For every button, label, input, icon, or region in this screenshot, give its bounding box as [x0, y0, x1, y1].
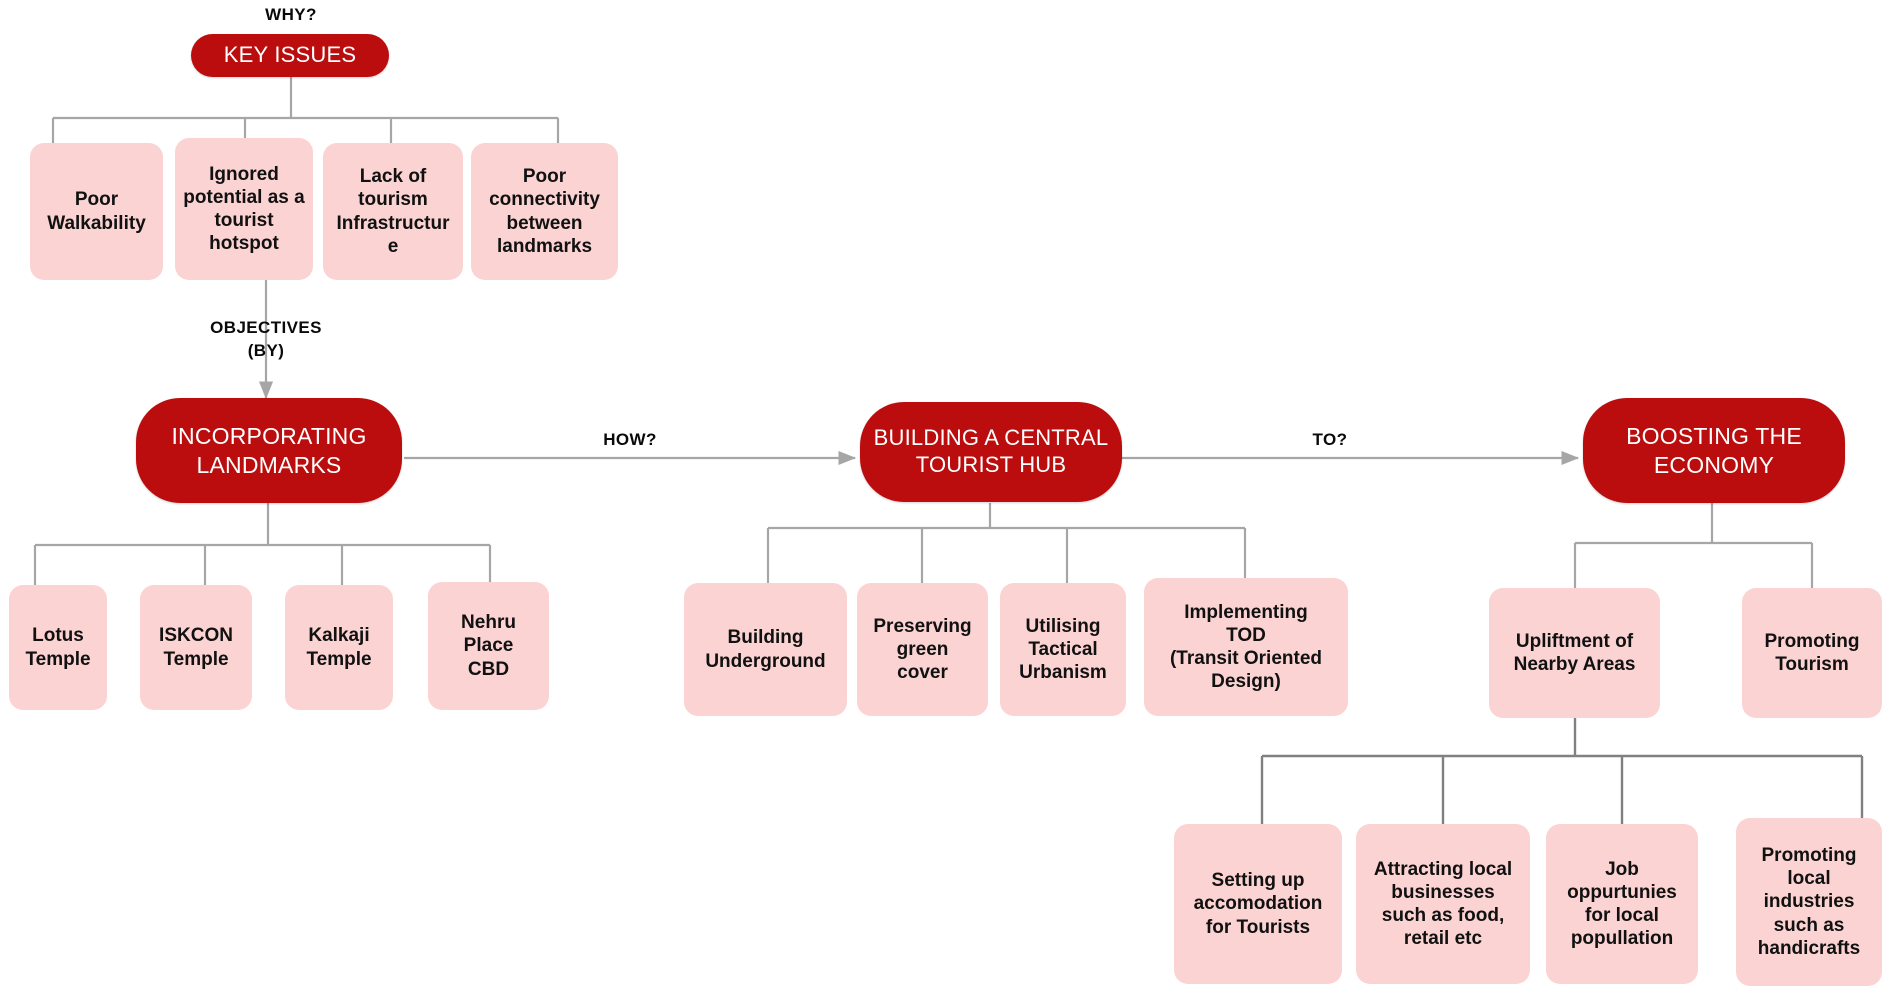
node-economy-upliftment-nearby-areas-label: Upliftment of Nearby Areas [1513, 630, 1636, 675]
node-key-issue-2[interactable]: Lack of tourism Infrastructur e [323, 143, 463, 280]
node-upliftment-accommodation[interactable]: Setting up accomodation for Tourists [1174, 824, 1342, 984]
edge-label-objectives-by: OBJECTIVES (BY) [210, 318, 322, 360]
node-landmark-nehru-place-cbd[interactable]: Nehru Place CBD [428, 582, 549, 710]
node-key-issues[interactable]: KEY ISSUES [191, 34, 389, 77]
node-upliftment-local-industries-label: Promoting local industries such as handi… [1757, 845, 1861, 959]
node-landmark-kalkaji-temple-label: Kalkaji Temple [306, 625, 372, 670]
node-objective-boosting-economy[interactable]: BOOSTING THE ECONOMY [1583, 398, 1845, 503]
node-landmark-iskcon-temple[interactable]: ISKCON Temple [140, 585, 252, 710]
node-objective-incorporating-landmarks-label: INCORPORATING LANDMARKS [171, 423, 367, 478]
node-hub-building-underground[interactable]: Building Underground [684, 583, 847, 716]
node-key-issues-label: KEY ISSUES [223, 42, 357, 68]
node-key-issue-3-label: Poor connectivity between landmarks [489, 166, 600, 257]
node-hub-tactical-urbanism[interactable]: Utilising Tactical Urbanism [1000, 583, 1126, 716]
node-landmark-nehru-place-cbd-label: Nehru Place CBD [461, 612, 516, 680]
node-landmark-lotus-temple[interactable]: Lotus Temple [9, 585, 107, 710]
edge-label-why: WHY? [265, 5, 317, 24]
node-objective-central-tourist-hub[interactable]: BUILDING A CENTRAL TOURIST HUB [860, 402, 1122, 502]
node-landmark-iskcon-temple-label: ISKCON Temple [159, 625, 233, 670]
node-upliftment-accommodation-label: Setting up accomodation for Tourists [1193, 870, 1323, 938]
edge-label-how: HOW? [603, 430, 657, 449]
node-key-issue-0-label: Poor Walkability [47, 189, 146, 234]
node-objective-central-tourist-hub-label: BUILDING A CENTRAL TOURIST HUB [873, 425, 1109, 477]
node-upliftment-local-businesses-label: Attracting local businesses such as food… [1373, 858, 1513, 950]
node-economy-upliftment-nearby-areas[interactable]: Upliftment of Nearby Areas [1489, 588, 1660, 718]
node-economy-promoting-tourism[interactable]: Promoting Tourism [1742, 588, 1882, 718]
node-key-issue-3[interactable]: Poor connectivity between landmarks [471, 143, 618, 280]
node-key-issue-2-label: Lack of tourism Infrastructur e [336, 166, 450, 257]
node-objective-boosting-economy-label: BOOSTING THE ECONOMY [1626, 423, 1802, 478]
node-upliftment-job-opportunities[interactable]: Job oppurtunies for local popullation [1546, 824, 1698, 984]
node-key-issue-1-label: Ignored potential as a tourist hotspot [183, 163, 305, 255]
node-hub-building-underground-label: Building Underground [705, 627, 826, 672]
edge-label-to: TO? [1312, 430, 1348, 449]
node-hub-preserving-green-cover-label: Preserving green cover [873, 615, 972, 684]
node-hub-preserving-green-cover[interactable]: Preserving green cover [857, 583, 988, 716]
node-hub-tactical-urbanism-label: Utilising Tactical Urbanism [1019, 615, 1107, 684]
node-hub-implementing-tod-label: Implementing TOD (Transit Oriented Desig… [1169, 601, 1323, 693]
node-landmark-kalkaji-temple[interactable]: Kalkaji Temple [285, 585, 393, 710]
node-economy-promoting-tourism-label: Promoting Tourism [1764, 630, 1860, 675]
node-upliftment-job-opportunities-label: Job oppurtunies for local popullation [1567, 858, 1677, 950]
node-upliftment-local-industries[interactable]: Promoting local industries such as handi… [1736, 818, 1882, 986]
node-landmark-lotus-temple-label: Lotus Temple [25, 625, 91, 670]
node-objective-incorporating-landmarks[interactable]: INCORPORATING LANDMARKS [136, 398, 402, 503]
node-key-issue-0[interactable]: Poor Walkability [30, 143, 163, 280]
node-hub-implementing-tod[interactable]: Implementing TOD (Transit Oriented Desig… [1144, 578, 1348, 716]
node-key-issue-1[interactable]: Ignored potential as a tourist hotspot [175, 138, 313, 280]
node-upliftment-local-businesses[interactable]: Attracting local businesses such as food… [1356, 824, 1530, 984]
